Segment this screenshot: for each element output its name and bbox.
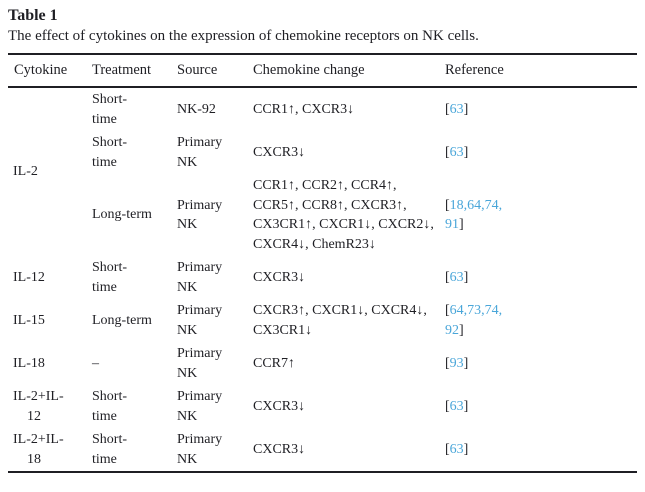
source-cell: Primary NK — [177, 197, 223, 233]
column-header-cytokine: Cytokine — [14, 62, 68, 78]
source-cell: Primary NK — [177, 303, 223, 338]
cytokine-cell: IL-18 — [13, 355, 45, 371]
table-label: Table 1 — [8, 7, 58, 24]
cytokine-cell: IL-2+IL- 12 — [13, 389, 64, 424]
reference-close-bracket: ] — [459, 217, 464, 232]
table-row: IL-2 Short- time NK-92 CCR1↑, CXCR3↓ [63] — [8, 87, 637, 179]
reference-open-bracket: [ — [445, 355, 450, 371]
cytokine-cell: IL-12 — [13, 269, 45, 285]
column-header-reference: Reference — [445, 62, 504, 78]
source-cell: Primary NK — [177, 346, 223, 381]
cytokine-cell: IL-2+IL- 18 — [13, 432, 64, 467]
treatment-cell: Long-term — [92, 207, 152, 223]
source-cell: NK-92 — [177, 101, 216, 117]
treatment-cell: Short- time — [92, 432, 127, 467]
table-row: IL-18 – Primary NK CCR7↑ [93] — [8, 342, 637, 385]
source-cell: Primary NK — [177, 260, 223, 295]
reference-open-bracket: [ — [445, 303, 450, 318]
table-row: IL-2+IL- 18 Short- time Primary NK CXCR3↓ [6… — [8, 428, 637, 472]
reference-close-bracket: ] — [463, 269, 469, 285]
reference-cell: [63] — [445, 428, 637, 472]
treatment-cell: – — [92, 355, 99, 371]
reference-link[interactable]: 63 — [449, 441, 464, 457]
reference-link[interactable]: 63 — [449, 398, 464, 414]
table-head: Cytokine Treatment Source Chemokine change R… — [8, 54, 637, 87]
reference-link[interactable]: 74 — [484, 303, 499, 318]
column-header-treatment: Treatment — [92, 62, 152, 78]
reference-cell: [63] — [445, 385, 637, 428]
reference-cell: [64,73,74, 92] — [445, 299, 637, 342]
chemokine-change-cell: CCR7↑ — [253, 355, 296, 371]
reference-close-bracket: ] — [459, 322, 464, 338]
reference-cell: [63] — [445, 256, 637, 299]
table-row: IL-15 Long-term Primary NK CXCR3↑, CXCR1↓, … — [8, 299, 637, 342]
reference-close-bracket: ] — [463, 101, 469, 117]
reference-cell: [63] — [445, 87, 637, 131]
cytokine-cell: IL-2 — [13, 164, 38, 180]
reference-close-bracket: ] — [463, 355, 469, 371]
treatment-cell: Long-term — [92, 312, 152, 328]
reference-link[interactable]: 93 — [449, 355, 464, 371]
reference-open-bracket: [ — [445, 197, 450, 213]
chemokine-change-cell: CXCR3↓ — [253, 398, 306, 414]
reference-link[interactable]: 92 — [445, 322, 459, 338]
table-row: Long-term Primary NK CCR1↑, CCR2↑, CCR4↑, … — [8, 174, 637, 256]
reference-close-bracket: ] — [463, 441, 469, 457]
table-row: IL-2+IL- 12 Short- time Primary NK CXCR3↓ [6… — [8, 385, 637, 428]
chemokine-change-cell: CCR1↑, CXCR3↓ — [253, 101, 355, 117]
source-cell: Primary NK — [177, 389, 223, 424]
chemokine-change-cell: CXCR3↓ — [253, 441, 306, 457]
table-row: Short- time Primary NK CXCR3↓ [63] — [8, 131, 637, 174]
cytokine-cell: IL-15 — [13, 312, 45, 328]
reference-cell: [63] — [445, 131, 637, 174]
reference-open-bracket: [ — [445, 398, 450, 414]
reference-link[interactable]: 63 — [449, 269, 464, 285]
table-row: IL-12 Short- time Primary NK CXCR3↓ [63] — [8, 256, 637, 299]
reference-link[interactable]: 63 — [449, 144, 464, 160]
reference-link[interactable]: 63 — [449, 101, 464, 117]
reference-separator: , — [498, 197, 503, 213]
reference-cell: [18,64,74, 91] — [445, 174, 637, 256]
reference-link[interactable]: 18 — [449, 197, 464, 213]
reference-open-bracket: [ — [445, 269, 450, 285]
reference-link[interactable]: 74 — [484, 197, 499, 213]
table-caption: The effect of cytokines on the expressio… — [8, 28, 479, 44]
reference-link[interactable]: 91 — [445, 217, 459, 232]
reference-separator: , — [481, 303, 485, 318]
treatment-cell: Short- time — [92, 92, 127, 127]
column-header-chemokine-change: Chemokine change — [253, 62, 365, 78]
reference-open-bracket: [ — [445, 441, 450, 457]
chemokine-change-cell: CCR1↑, CCR2↑, CCR4↑, CCR5↑, CCR8↑, CXCR3… — [253, 178, 434, 252]
reference-separator: , — [481, 197, 485, 213]
cytokine-chemokine-table: Cytokine Treatment Source Chemokine change R… — [8, 53, 637, 473]
reference-cell: [93] — [445, 342, 637, 385]
reference-close-bracket: ] — [463, 398, 469, 414]
reference-close-bracket: ] — [463, 144, 469, 160]
reference-separator: , — [463, 197, 468, 213]
treatment-cell: Short- time — [92, 135, 127, 170]
treatment-cell: Short- time — [92, 260, 127, 295]
reference-separator: , — [498, 303, 503, 318]
source-cell: Primary NK — [177, 432, 223, 467]
reference-link[interactable]: 64 — [467, 197, 482, 213]
chemokine-change-cell: CXCR3↓ — [253, 144, 306, 160]
reference-link[interactable]: 64 — [449, 303, 464, 318]
source-cell: Primary NK — [177, 135, 223, 170]
header-row: Cytokine Treatment Source Chemokine change R… — [8, 54, 637, 87]
reference-link[interactable]: 73 — [467, 303, 482, 318]
reference-separator: , — [463, 303, 468, 318]
column-header-source: Source — [177, 62, 218, 78]
reference-open-bracket: [ — [445, 101, 450, 117]
chemokine-change-cell: CXCR3↑, CXCR1↓, CXCR4↓, CX3CR1↓ — [253, 303, 427, 338]
chemokine-change-cell: CXCR3↓ — [253, 269, 306, 285]
paper-table-figure: Table 1 The effect of cytokines on the e… — [8, 7, 637, 473]
treatment-cell: Short- time — [92, 389, 127, 424]
reference-open-bracket: [ — [445, 144, 450, 160]
